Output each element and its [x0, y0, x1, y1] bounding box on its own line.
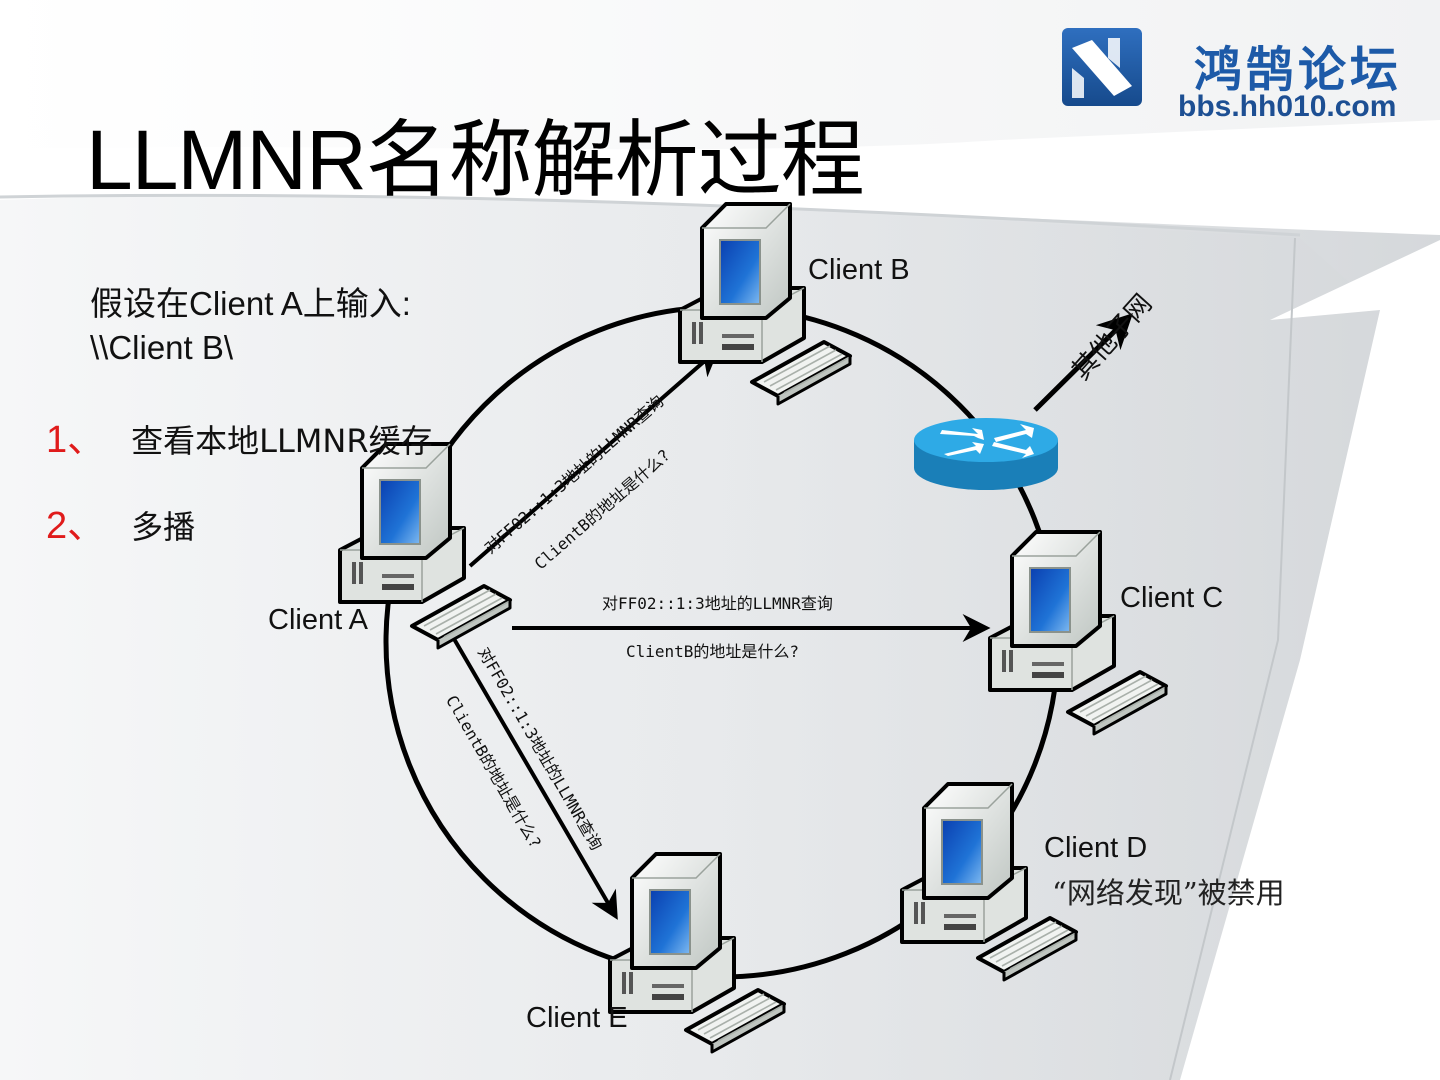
client-d-note: “网络发现”被禁用 — [1052, 876, 1285, 910]
step-2-number: 2、 — [46, 505, 106, 547]
page-edge-line — [1169, 237, 1296, 1080]
intro-line-2: \\Client B\ — [90, 329, 234, 366]
slide-title: LLMNR名称解析过程 — [86, 113, 865, 207]
client-c-label: Client C — [1120, 582, 1224, 614]
step-2-text: 多播 — [131, 508, 196, 546]
msg-to-c-query: 对FF02::1:3地址的LLMNR查询 — [602, 594, 833, 613]
client-d-label: Client D — [1044, 832, 1148, 864]
step-1: 1、查看本地LLMNR缓存 — [46, 408, 433, 463]
arrow-a-to-b — [468, 348, 720, 568]
background-panel-shadow — [0, 195, 1380, 1080]
step-1-text: 查看本地LLMNR缓存 — [131, 422, 433, 460]
msg-to-c-question: ClientB的地址是什么? — [626, 642, 800, 661]
title-underline — [0, 193, 1301, 237]
intro-text: 假设在Client A上输入: \\Client B\ — [90, 282, 411, 370]
logo-url[interactable]: bbs.hh010.com — [1178, 90, 1397, 123]
arrow-a-to-e — [448, 630, 618, 920]
intro-line-1: 假设在Client A上输入: — [90, 285, 411, 322]
client-b-label: Client B — [808, 254, 910, 286]
step-2: 2、多播 — [46, 494, 195, 549]
router-icon — [914, 418, 1058, 490]
client-a-label: Client A — [268, 604, 368, 636]
background-page-curl — [1180, 240, 1440, 1080]
step-1-number: 1、 — [46, 419, 106, 461]
hh010-n-logo-icon — [1062, 28, 1142, 106]
logo-name: 鸿鹄论坛 — [1194, 42, 1403, 98]
client-e-label: Client E — [526, 1002, 628, 1034]
arrow-router-to-other-subnet — [1033, 313, 1133, 412]
